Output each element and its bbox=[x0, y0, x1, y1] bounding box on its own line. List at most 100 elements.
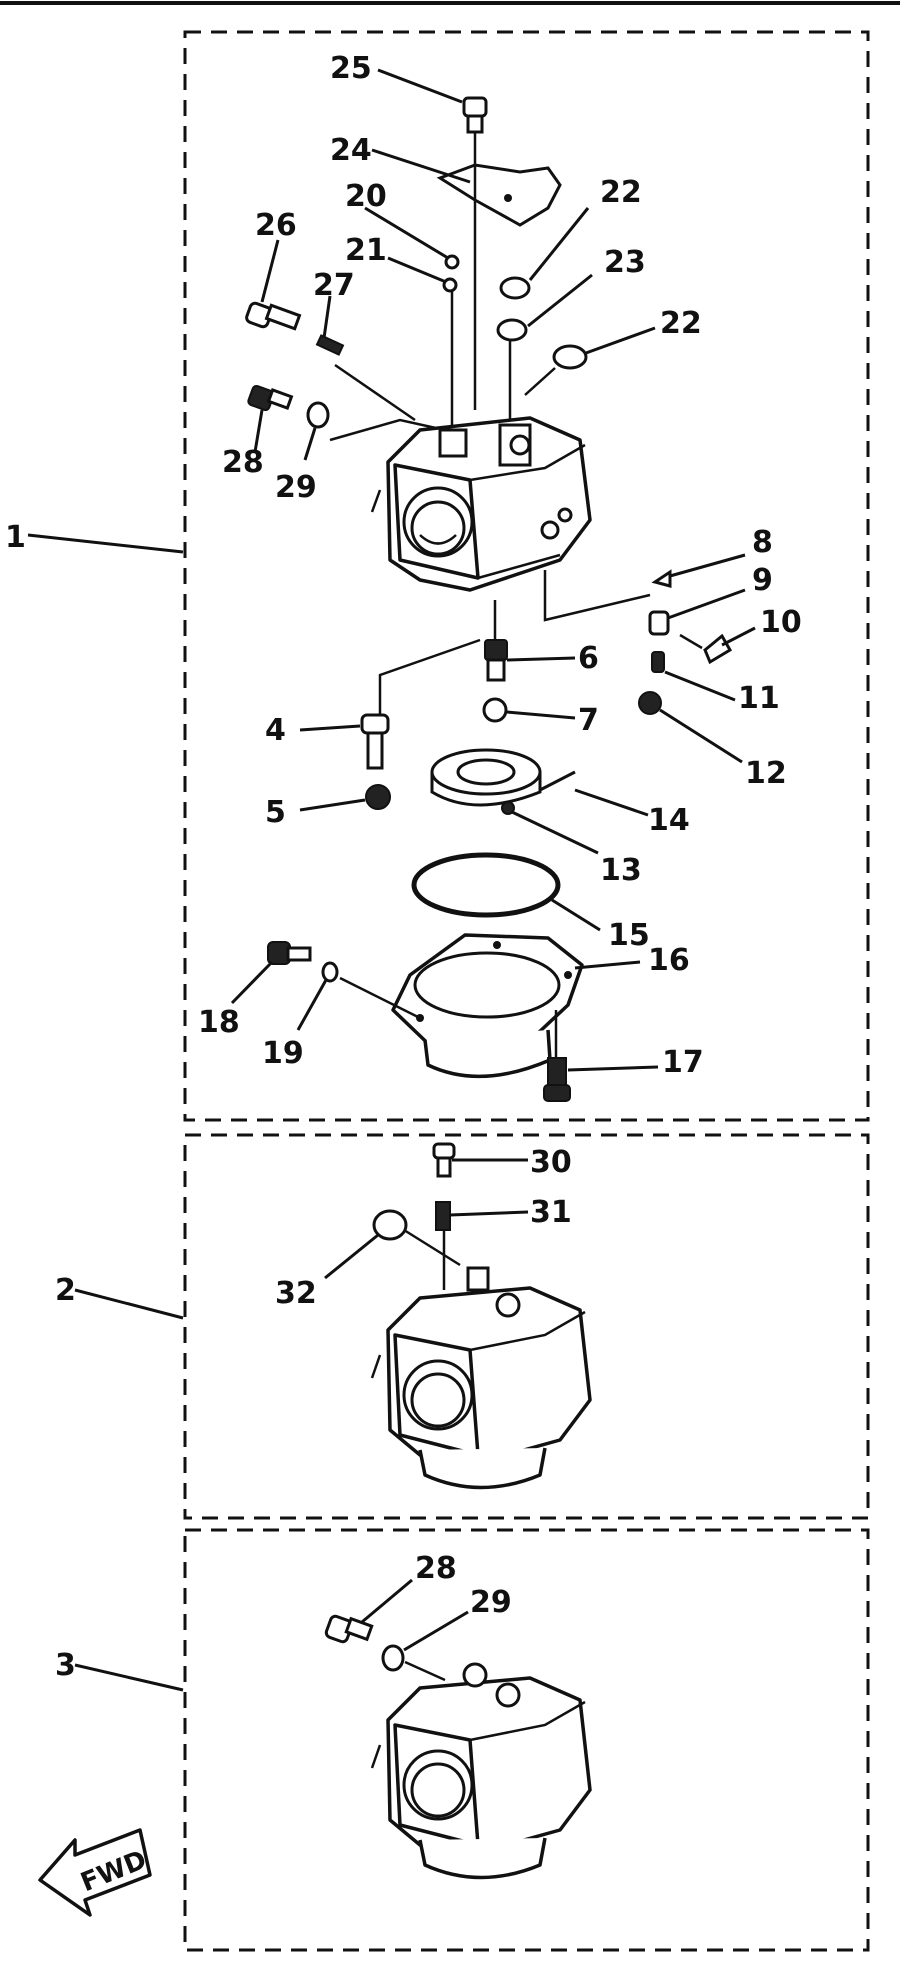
label-assy-3: 3 bbox=[55, 1648, 76, 1683]
leader-28 bbox=[253, 409, 264, 453]
leader-29-group3 bbox=[403, 1610, 469, 1652]
leader-15 bbox=[551, 898, 601, 932]
label-23: 23 bbox=[604, 245, 646, 280]
leader-20 bbox=[364, 206, 449, 260]
label-15: 15 bbox=[608, 918, 650, 953]
part-27-spring bbox=[315, 334, 345, 356]
conn-line-22 bbox=[524, 367, 556, 396]
part-5 bbox=[365, 784, 391, 810]
carburetor-body-1 bbox=[370, 416, 592, 592]
part-29-washer-group3 bbox=[381, 1644, 405, 1672]
label-29: 29 bbox=[275, 470, 317, 505]
conn-line-19 bbox=[339, 976, 421, 1020]
leader-18 bbox=[230, 960, 274, 1005]
conn-line-8 bbox=[543, 570, 651, 622]
leader-17 bbox=[567, 1065, 659, 1072]
part-9 bbox=[648, 610, 670, 636]
label-17: 17 bbox=[662, 1045, 704, 1080]
part-31-spring bbox=[435, 1201, 451, 1231]
label-18: 18 bbox=[198, 1005, 240, 1040]
label-7: 7 bbox=[578, 703, 599, 738]
leader-6 bbox=[506, 656, 576, 662]
label-21: 21 bbox=[345, 233, 387, 268]
part-24-cover-plate bbox=[436, 163, 562, 227]
leader-14 bbox=[574, 788, 649, 817]
conn-line-29-group3 bbox=[404, 1660, 446, 1682]
carburetor-body-2 bbox=[370, 1266, 592, 1490]
part-14-pin bbox=[539, 770, 576, 792]
label-25: 25 bbox=[330, 51, 372, 86]
label-13: 13 bbox=[600, 853, 642, 888]
leader-25 bbox=[377, 68, 463, 104]
leader-8 bbox=[669, 553, 746, 578]
part-10 bbox=[703, 633, 733, 665]
part-7 bbox=[482, 697, 508, 723]
label-20: 20 bbox=[345, 179, 387, 214]
label-22-lower: 22 bbox=[660, 306, 702, 341]
leader-assy-3 bbox=[74, 1663, 184, 1692]
leader-11 bbox=[664, 670, 736, 702]
label-assy-2: 2 bbox=[55, 1273, 76, 1308]
label-14: 14 bbox=[648, 803, 690, 838]
label-26: 26 bbox=[255, 208, 297, 243]
part-18-screw bbox=[267, 941, 312, 965]
leader-21 bbox=[387, 256, 447, 284]
label-28: 28 bbox=[222, 445, 264, 480]
part-21 bbox=[442, 277, 458, 293]
label-8: 8 bbox=[752, 525, 773, 560]
conn-line-10 bbox=[679, 633, 703, 650]
group-box-1 bbox=[183, 30, 870, 1122]
part-4-screw bbox=[360, 713, 390, 770]
label-assy-1: 1 bbox=[5, 520, 26, 555]
group-box-3 bbox=[183, 1528, 870, 1952]
part-15-gasket bbox=[411, 852, 561, 918]
part-25-screw bbox=[462, 96, 488, 134]
label-9: 9 bbox=[752, 563, 773, 598]
leader-12 bbox=[659, 708, 743, 764]
part-17-screw bbox=[543, 1057, 571, 1102]
label-10: 10 bbox=[760, 605, 802, 640]
leader-26 bbox=[260, 239, 280, 303]
part-22-upper bbox=[499, 276, 531, 300]
label-32: 32 bbox=[275, 1276, 317, 1311]
part-13-float bbox=[430, 748, 542, 815]
leader-assy-1 bbox=[27, 533, 184, 554]
conn-line-4 bbox=[378, 638, 481, 715]
label-19: 19 bbox=[262, 1036, 304, 1071]
part-16-float-bowl bbox=[391, 933, 584, 1079]
label-4: 4 bbox=[265, 713, 286, 748]
label-30: 30 bbox=[530, 1145, 572, 1180]
label-5: 5 bbox=[265, 795, 286, 830]
leader-28-group3 bbox=[361, 1578, 413, 1624]
leader-22-upper bbox=[528, 207, 590, 281]
label-27: 27 bbox=[313, 268, 355, 303]
leader-32 bbox=[324, 1233, 379, 1280]
leader-23 bbox=[527, 273, 593, 328]
label-12: 12 bbox=[745, 756, 787, 791]
part-30-screw bbox=[432, 1142, 456, 1178]
leader-24 bbox=[371, 148, 471, 184]
part-6-jet bbox=[484, 639, 508, 682]
leader-5 bbox=[299, 798, 366, 812]
leader-22-lower bbox=[585, 326, 656, 355]
leader-31 bbox=[449, 1210, 529, 1217]
label-31: 31 bbox=[530, 1195, 572, 1230]
label-22-upper: 22 bbox=[600, 175, 642, 210]
label-28-group3: 28 bbox=[415, 1551, 457, 1586]
part-28-screw bbox=[247, 384, 294, 412]
label-16: 16 bbox=[648, 943, 690, 978]
part-20 bbox=[444, 254, 460, 270]
label-29-group3: 29 bbox=[470, 1585, 512, 1620]
part-28-screw-group3 bbox=[324, 1614, 374, 1644]
label-6: 6 bbox=[578, 641, 599, 676]
leader-4 bbox=[299, 724, 361, 732]
part-22-lower bbox=[552, 344, 588, 370]
conn-line-32 bbox=[403, 1228, 461, 1267]
leader-29 bbox=[303, 427, 317, 461]
part-26-screw bbox=[245, 301, 302, 331]
conn-line-27 bbox=[334, 363, 416, 422]
part-29-washer bbox=[306, 401, 330, 429]
part-32-ball bbox=[372, 1209, 408, 1241]
part-8 bbox=[651, 569, 672, 588]
part-23 bbox=[496, 318, 528, 342]
